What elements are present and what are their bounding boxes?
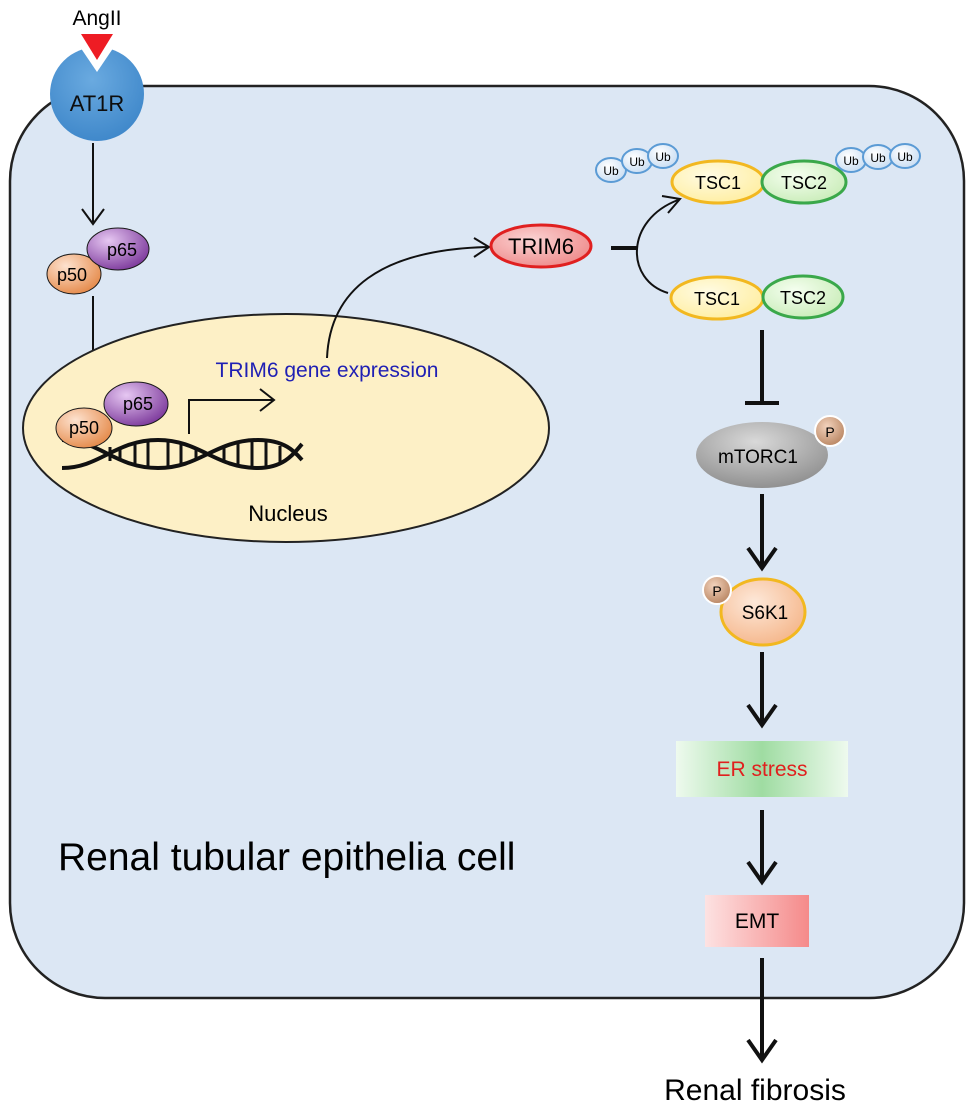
nucleus-label: Nucleus <box>248 501 327 526</box>
s6k1-label: S6K1 <box>742 603 788 624</box>
ub-label: Ub <box>603 164 619 178</box>
ubiquitinated-tsc-complex: Ub Ub Ub TSC1 TSC2 Ub Ub Ub <box>595 143 921 205</box>
arrow-mtorc1-to-s6k1 <box>746 494 778 572</box>
emt-label: EMT <box>735 910 780 933</box>
tsc2-ub-label: TSC2 <box>781 173 827 193</box>
arrow-emt-to-fibrosis <box>746 958 778 1064</box>
tsc1-ub-label: TSC1 <box>695 173 741 193</box>
ub-label: Ub <box>897 150 913 164</box>
angii-label: AngII <box>72 7 121 30</box>
er-stress-label: ER stress <box>716 758 807 781</box>
tsc1-label: TSC1 <box>694 289 740 309</box>
dna-helix <box>61 437 304 471</box>
mtorc1-node: mTORC1 P <box>696 415 846 488</box>
arrow-expression-to-trim6 <box>326 237 491 359</box>
mtorc1-phospho-label: P <box>825 424 834 440</box>
ub-label: Ub <box>870 151 886 165</box>
renal-fibrosis-label: Renal fibrosis <box>664 1074 846 1107</box>
tsc2-label: TSC2 <box>780 288 826 308</box>
p50-label: p50 <box>57 265 87 285</box>
nfkb-cytoplasm: p65 p50 <box>46 227 150 295</box>
trim6-label: TRIM6 <box>508 234 574 259</box>
mtorc1-label: mTORC1 <box>718 447 798 468</box>
p50-nucleus-label: p50 <box>69 418 99 438</box>
ub-label: Ub <box>629 155 645 169</box>
ub-label: Ub <box>655 150 671 164</box>
tsc-complex: TSC1 TSC2 <box>669 274 845 321</box>
at1r-receptor: AT1R <box>50 38 144 141</box>
gene-expression-label: TRIM6 gene expression <box>216 359 439 382</box>
angii-ligand: AngII <box>72 7 122 60</box>
arrow-receptor-to-nfkb <box>81 143 105 226</box>
p65-nucleus-label: p65 <box>123 394 153 414</box>
trim6-node: TRIM6 <box>489 223 593 269</box>
ub-chain-left: Ub Ub Ub <box>595 143 679 183</box>
p65-label: p65 <box>107 240 137 260</box>
inhibition-tsc-to-mtorc1 <box>745 330 779 405</box>
transcription-arrow <box>188 388 276 434</box>
at1r-label: AT1R <box>70 91 125 116</box>
ubiquitination-arrow <box>611 195 682 294</box>
nfkb-nucleus: p65 p50 <box>55 381 169 449</box>
arrow-er-stress-to-emt <box>746 810 778 886</box>
s6k1-phospho-label: P <box>712 583 721 599</box>
cell-label: Renal tubular epithelia cell <box>58 836 515 879</box>
s6k1-node: S6K1 P <box>702 575 807 647</box>
er-stress-box: ER stress <box>676 741 848 797</box>
ub-label: Ub <box>843 154 859 168</box>
nucleus <box>22 313 550 543</box>
arrow-s6k1-to-er-stress <box>746 652 778 729</box>
emt-box: EMT <box>705 895 809 947</box>
ub-chain-right: Ub Ub Ub <box>835 143 921 173</box>
